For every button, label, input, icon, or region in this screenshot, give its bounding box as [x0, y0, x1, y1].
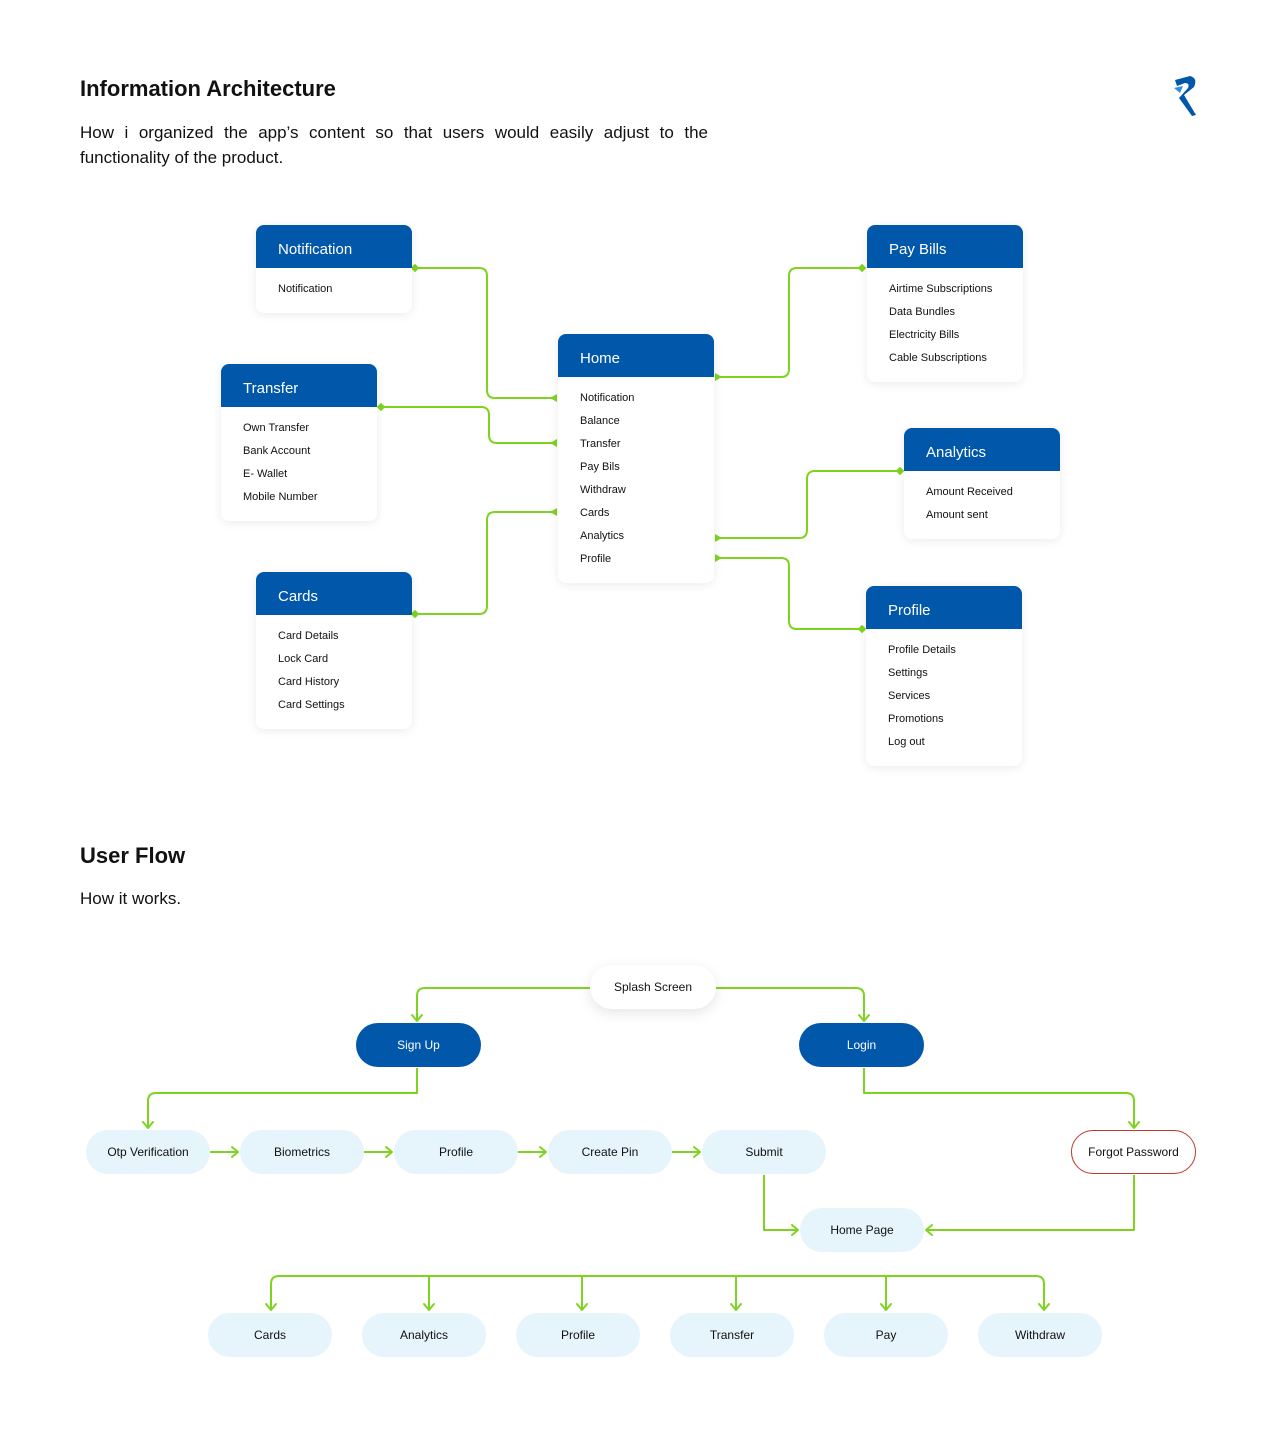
- ia-title: Information Architecture: [80, 76, 336, 101]
- card-item: Notification: [278, 283, 333, 295]
- card-title: Transfer: [221, 364, 377, 407]
- card-item: Mobile Number: [243, 491, 318, 503]
- card-item: Own Transfer: [243, 422, 310, 434]
- card-item: Card Settings: [278, 699, 345, 711]
- card-item: Promotions: [888, 713, 944, 725]
- node-transfer: Transfer: [670, 1313, 794, 1357]
- node-withdraw: Withdraw: [978, 1313, 1102, 1357]
- node-profile: Profile: [394, 1130, 518, 1174]
- card-title: Notification: [256, 225, 412, 268]
- card-item: Withdraw: [580, 484, 626, 496]
- card-profile: Profile Profile Details Settings Service…: [866, 586, 1022, 766]
- card-item: Log out: [888, 736, 925, 748]
- card-title: Profile: [866, 586, 1022, 629]
- card-item: Transfer: [580, 438, 621, 450]
- card-cards: Cards Card Details Lock Card Card Histor…: [256, 572, 412, 729]
- node-analytics: Analytics: [362, 1313, 486, 1357]
- node-home-page: Home Page: [800, 1208, 924, 1252]
- node-login: Login: [799, 1023, 924, 1067]
- card-item: Profile Details: [888, 644, 956, 656]
- card-title: Home: [558, 334, 714, 377]
- node-otp-verification: Otp Verification: [86, 1130, 210, 1174]
- brand-r-icon: [1174, 76, 1196, 116]
- card-item: Amount sent: [926, 509, 988, 521]
- node-splash-screen: Splash Screen: [590, 965, 716, 1009]
- card-pay-bills: Pay Bills Airtime Subscriptions Data Bun…: [867, 225, 1023, 382]
- card-item: Pay Bils: [580, 461, 620, 473]
- card-item: Data Bundles: [889, 306, 956, 318]
- flow-subtitle: How it works.: [80, 889, 182, 908]
- card-item: Card History: [278, 676, 340, 688]
- card-item: Settings: [888, 667, 928, 679]
- node-forgot-password: Forgot Password: [1071, 1130, 1196, 1174]
- card-title: Analytics: [904, 428, 1060, 471]
- node-biometrics: Biometrics: [240, 1130, 364, 1174]
- ia-subtitle: How i organized the app’s content so tha…: [80, 123, 708, 167]
- card-item: Card Details: [278, 630, 339, 642]
- card-item: Cable Subscriptions: [889, 352, 987, 364]
- card-item: Airtime Subscriptions: [889, 283, 993, 295]
- node-profile-final: Profile: [516, 1313, 640, 1357]
- node-cards: Cards: [208, 1313, 332, 1357]
- card-item: Profile: [580, 553, 612, 565]
- card-item: Services: [888, 690, 931, 702]
- card-item: Notification: [580, 392, 635, 404]
- card-item: Cards: [580, 507, 610, 519]
- node-create-pin: Create Pin: [548, 1130, 672, 1174]
- card-title: Pay Bills: [867, 225, 1023, 268]
- card-transfer: Transfer Own Transfer Bank Account E- Wa…: [221, 364, 377, 521]
- card-item: Bank Account: [243, 445, 311, 457]
- card-item: Lock Card: [278, 653, 329, 665]
- card-item: Balance: [580, 415, 620, 427]
- node-pay: Pay: [824, 1313, 948, 1357]
- card-item: Electricity Bills: [889, 329, 960, 341]
- card-title: Cards: [256, 572, 412, 615]
- card-notification: Notification Notification: [256, 225, 412, 313]
- node-submit: Submit: [702, 1130, 826, 1174]
- card-analytics: Analytics Amount Received Amount sent: [904, 428, 1060, 539]
- flow-title: User Flow: [80, 843, 186, 868]
- card-item: Analytics: [580, 530, 625, 542]
- card-home: Home Notification Balance Transfer Pay B…: [558, 334, 714, 583]
- node-sign-up: Sign Up: [356, 1023, 481, 1067]
- card-item: Amount Received: [926, 486, 1013, 498]
- card-item: E- Wallet: [243, 468, 288, 480]
